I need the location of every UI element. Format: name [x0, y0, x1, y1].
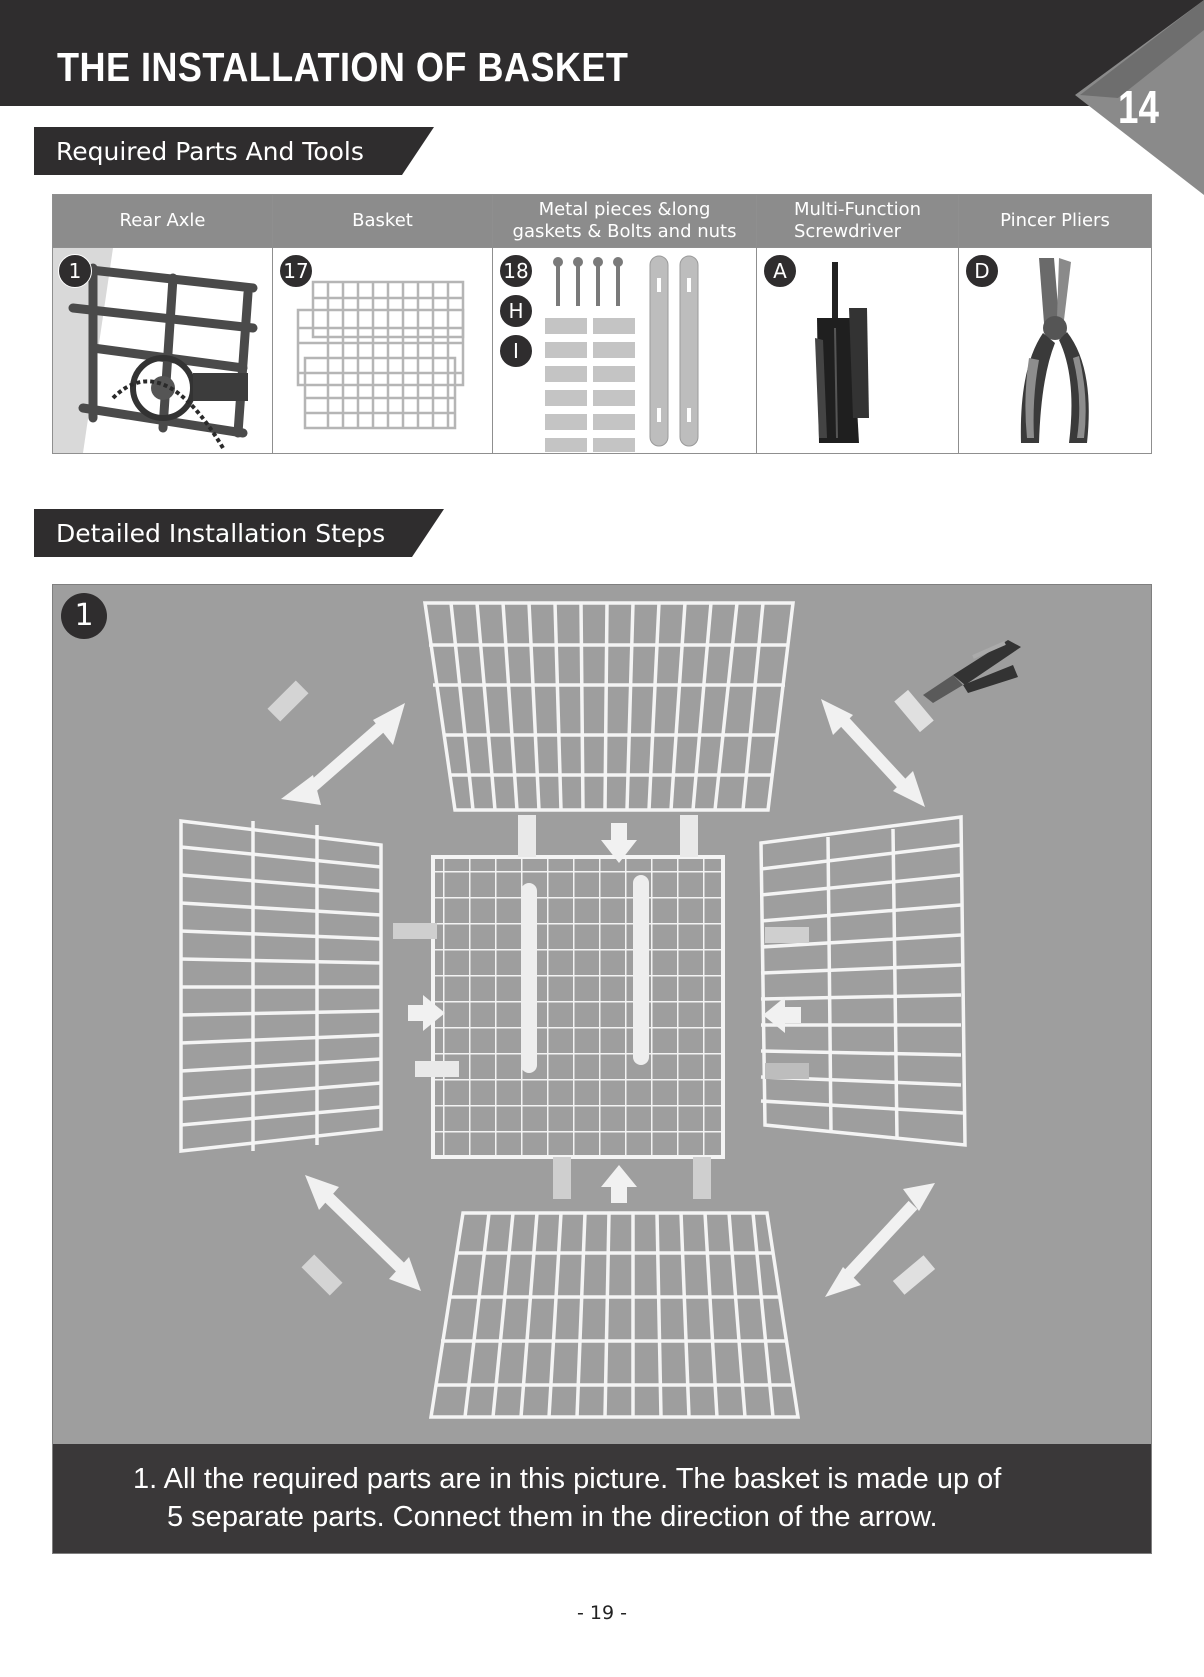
section-required-parts: Required Parts And Tools [34, 127, 434, 175]
caption-line-1: 1. All the required parts are in this pi… [133, 1463, 1002, 1495]
part-badge: I [499, 334, 533, 368]
diagonal-arrows [299, 715, 918, 1280]
parts-header-line1: Multi-Function [793, 199, 922, 220]
top-basket-panel [422, 601, 795, 812]
part-badge: 1 [58, 254, 92, 288]
metal-strap-right [633, 875, 649, 1065]
part-badge: 18 [499, 254, 533, 288]
bottom-basket-panel [428, 1211, 801, 1419]
bolts-gaskets-photo [545, 255, 699, 452]
parts-col-basket: Basket 17 [273, 195, 493, 453]
page-number: - 19 - [577, 1602, 627, 1624]
parts-table: Rear Axle 1 [52, 194, 1152, 454]
parts-header: Pincer Pliers [959, 195, 1151, 248]
step-number-badge: 1 [61, 593, 107, 639]
part-badge: A [763, 254, 797, 288]
rear-axle-photo [53, 248, 272, 453]
section-detailed-steps: Detailed Installation Steps [34, 509, 444, 557]
pliers-photo [1020, 258, 1089, 443]
parts-header-line2: gaskets & Bolts and nuts [512, 221, 737, 242]
left-basket-panel [179, 819, 383, 1153]
parts-header: Rear Axle [53, 195, 272, 248]
metal-strap-left [521, 883, 537, 1073]
parts-col-pliers: Pincer Pliers D [959, 195, 1151, 453]
multi-tool-photo [815, 262, 869, 443]
gasket-pieces [267, 680, 936, 1296]
base-basket-panel [431, 855, 725, 1159]
part-badge: H [499, 294, 533, 328]
parts-col-rear-axle: Rear Axle 1 [53, 195, 273, 453]
chapter-number: 14 [1118, 81, 1159, 133]
step-panel: 1 1. All the required parts are in this … [52, 584, 1152, 1554]
caption-line-2: 5 separate parts. Connect them in the di… [167, 1501, 938, 1533]
step-caption: 1. All the required parts are in this pi… [53, 1444, 1151, 1553]
pliers-in-scene [923, 640, 1021, 703]
part-badge: 17 [279, 254, 313, 288]
parts-header-line2: Screwdriver [793, 221, 902, 242]
parts-header-line1: Metal pieces &long [538, 199, 711, 220]
basket-assembly-photo [179, 601, 1021, 1419]
chapter-corner-tab [1075, 0, 1204, 195]
part-badge: D [965, 254, 999, 288]
page-title: THE INSTALLATION OF BASKET [57, 44, 629, 90]
parts-header: Basket [273, 195, 492, 248]
direction-arrows [408, 823, 801, 1203]
wire-basket-photo [296, 280, 465, 430]
section-required-label: Required Parts And Tools [56, 137, 364, 166]
section-steps-label: Detailed Installation Steps [56, 519, 386, 548]
header-bar [0, 0, 1204, 106]
right-basket-panel [759, 815, 967, 1147]
